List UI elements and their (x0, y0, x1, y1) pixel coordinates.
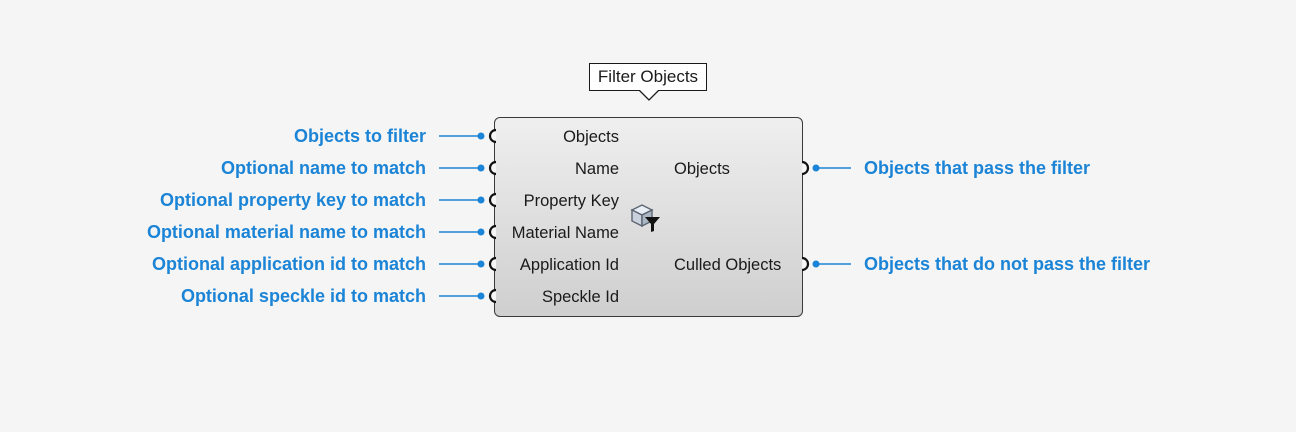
input-wire-property-key (439, 196, 485, 204)
annotation-not-pass-filter: Objects that do not pass the filter (864, 254, 1151, 274)
input-param-speckle-id[interactable]: Speckle Id (541, 288, 619, 306)
component-tooltip: Filter Objects (589, 63, 707, 91)
input-port-name (488, 160, 497, 176)
input-port-objects (488, 128, 497, 144)
input-port-application-id (488, 256, 497, 272)
output-wire-culled-objects (812, 260, 851, 268)
filter-objects-component[interactable]: Objects Name Property Key Material Name … (494, 117, 803, 317)
input-wire-material-name (439, 228, 485, 236)
tooltip-pointer (638, 90, 660, 101)
speckle-filter-icon (630, 204, 660, 232)
input-param-application-id[interactable]: Application Id (519, 256, 619, 274)
annotation-optional-property-key: Optional property key to match (159, 190, 426, 210)
output-port-culled-objects (801, 256, 810, 272)
annotation-optional-application-id: Optional application id to match (151, 254, 426, 274)
output-param-objects[interactable]: Objects (674, 160, 730, 178)
output-port-objects (801, 160, 810, 176)
input-wire-name (439, 164, 485, 172)
input-wire-application-id (439, 260, 485, 268)
input-port-speckle-id (488, 288, 497, 304)
input-port-material-name (488, 224, 497, 240)
input-wire-speckle-id (439, 292, 485, 300)
input-port-property-key (488, 192, 497, 208)
input-wire-objects (439, 132, 485, 140)
annotation-objects-to-filter: Objects to filter (293, 126, 426, 146)
output-param-culled-objects[interactable]: Culled Objects (674, 256, 782, 274)
output-wire-objects (812, 164, 851, 172)
tooltip-title: Filter Objects (597, 67, 699, 86)
annotation-optional-speckle-id: Optional speckle id to match (180, 286, 426, 306)
annotation-optional-material-name: Optional material name to match (146, 222, 426, 242)
input-param-property-key[interactable]: Property Key (523, 192, 619, 210)
annotation-optional-name: Optional name to match (220, 158, 426, 178)
input-param-material-name[interactable]: Material Name (511, 224, 619, 242)
input-param-objects[interactable]: Objects (563, 128, 619, 146)
annotation-pass-filter: Objects that pass the filter (864, 158, 1091, 178)
input-param-name[interactable]: Name (574, 160, 619, 178)
